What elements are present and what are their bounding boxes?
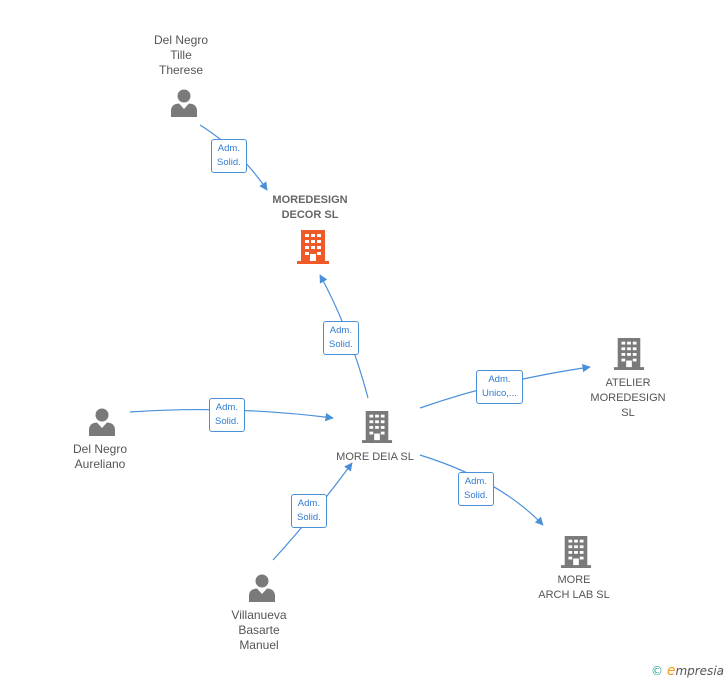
brand-name[interactable]: mpresia	[675, 664, 724, 678]
company-label-more-deia[interactable]: MORE DEIA SL	[320, 450, 430, 465]
name-line: MOREDESIGN	[272, 194, 348, 206]
name-line: MORE	[557, 574, 591, 586]
name-line: Basarte	[238, 623, 280, 637]
name-line: Aureliano	[74, 457, 126, 471]
edge-label-deia-arch[interactable]: Adm. Solid.	[458, 472, 494, 506]
name-line: MOREDESIGN	[590, 392, 666, 404]
name-line: Del Negro	[72, 442, 128, 456]
edge-label-deia-decor[interactable]: Adm. Solid.	[323, 321, 359, 355]
building-icon[interactable]	[613, 336, 645, 370]
person-icon[interactable]	[247, 573, 277, 603]
company-label-atelier-moredesign[interactable]: ATELIER MOREDESIGN SL	[578, 376, 678, 421]
building-icon[interactable]	[361, 409, 393, 443]
role-line: Solid.	[297, 512, 321, 523]
name-line: Del Negro	[153, 33, 209, 47]
edge-label-aureliano-deia[interactable]: Adm. Solid.	[209, 398, 245, 432]
name-line: MORE DEIA SL	[336, 451, 414, 463]
company-label-more-arch-lab[interactable]: MORE ARCH LAB SL	[524, 573, 624, 603]
brand-initial: e	[666, 663, 676, 679]
copyright-footer: © empresia	[651, 663, 724, 679]
person-label-villanueva[interactable]: Villanueva Basarte Manuel	[209, 608, 309, 653]
role-line: Unico,...	[482, 388, 517, 399]
role-line: Adm.	[488, 374, 511, 385]
building-icon[interactable]	[296, 228, 330, 264]
role-line: Adm.	[217, 143, 240, 154]
name-line: Therese	[158, 63, 204, 77]
name-line: Villanueva	[231, 608, 287, 622]
role-line: Adm.	[215, 402, 238, 413]
name-line: Tille	[170, 48, 192, 62]
role-line: Adm.	[464, 476, 487, 487]
role-line: Solid.	[217, 157, 241, 168]
building-icon[interactable]	[560, 534, 592, 568]
person-label-aureliano[interactable]: Del Negro Aureliano	[50, 442, 150, 472]
name-line: Manuel	[239, 638, 279, 652]
name-line: ARCH LAB SL	[538, 589, 610, 601]
name-line: SL	[621, 407, 635, 419]
role-line: Adm.	[297, 498, 320, 509]
role-line: Solid.	[329, 339, 353, 350]
name-line: ATELIER	[605, 377, 651, 389]
name-line: DECOR SL	[281, 209, 339, 221]
person-icon[interactable]	[169, 88, 199, 118]
edge-label-tille-decor[interactable]: Adm. Solid.	[211, 139, 247, 173]
role-line: Adm.	[329, 325, 352, 336]
edge-label-villanueva-deia[interactable]: Adm. Solid.	[291, 494, 327, 528]
role-line: Solid.	[215, 416, 239, 427]
edge-label-deia-atelier[interactable]: Adm. Unico,...	[476, 370, 523, 404]
role-line: Solid.	[464, 490, 488, 501]
copyright-icon: ©	[650, 664, 663, 678]
person-icon[interactable]	[87, 407, 117, 437]
person-label-tille[interactable]: Del Negro Tille Therese	[131, 33, 231, 78]
company-label-moredesign-decor[interactable]: MOREDESIGN DECOR SL	[250, 193, 370, 223]
